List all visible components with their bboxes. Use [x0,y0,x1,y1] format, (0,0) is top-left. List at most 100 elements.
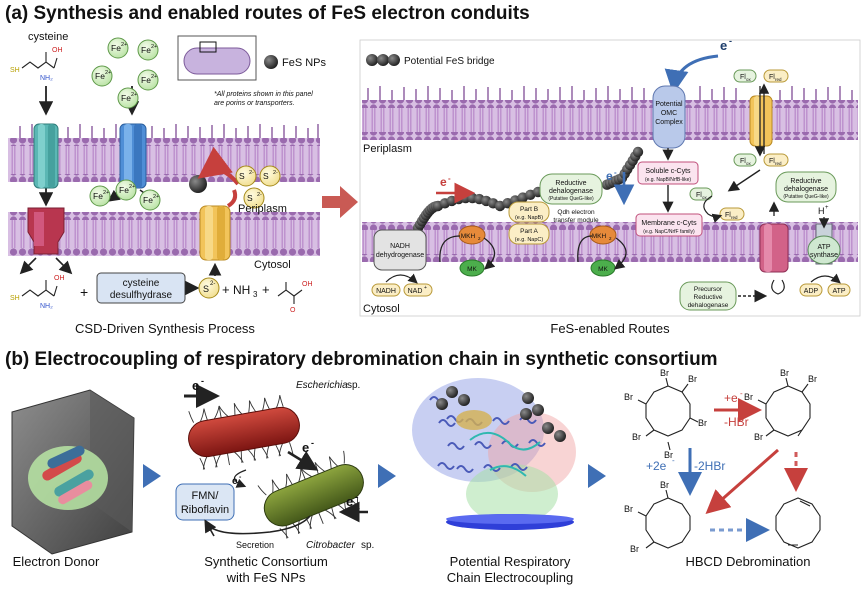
membrane-cyts-label: Membrane c-Cyts [641,220,697,227]
csd-caption: CSD-Driven Synthesis Process [75,321,255,336]
sulfide-ion-bottom: S 2- [198,277,220,299]
fes-formation-arrow [197,146,240,186]
fl-red-mid-sub: red [775,161,782,166]
precursor-label-3: dehalogenase [688,302,729,309]
br-label: Br [808,374,817,384]
step2-label-a-sup: - [672,456,675,465]
tbcd-molecule [757,377,811,437]
rd1-label-2: dehalogenase [549,188,593,195]
mkh2-1-label: MKH [461,233,476,240]
svg-text:2+: 2+ [129,184,135,190]
br-label: Br [624,392,633,402]
hbcd-molecule [637,377,699,451]
mkh2-1: MKH 2 [458,225,486,245]
svg-text:Fe: Fe [143,195,153,205]
svg-text:Fe: Fe [119,185,129,195]
electron-b2-charge: - [311,438,314,448]
routes-outer-membrane [362,100,858,140]
fl-ox-top: Fl ox [733,69,757,83]
nad-sup: + [424,285,427,291]
mk-1: MK [459,259,485,277]
cytosol-label-right: Cytosol [363,303,400,315]
part-b-sub: (e.g. NapB) [515,215,543,221]
enzyme-label-line2: desulfhydrase [110,290,173,301]
dbcd-molecule [637,489,691,549]
part-b-label: Part B [520,206,538,213]
svg-text:2+: 2+ [103,190,109,196]
step1-label-top-sup: - [740,389,743,398]
h-plus-sup: + [825,205,829,211]
svg-text:S: S [247,193,253,203]
cell-inset [177,35,257,81]
plus-sign-2: + [222,282,230,297]
br-label: Br [744,392,753,402]
hbcd-caption: HBCD Debromination [686,554,811,569]
cysteine-porin [33,123,59,189]
omc-label-3: Complex [655,119,683,126]
fl-red-low-sub: red [731,215,738,220]
sh-label-bottom: SH [10,295,20,302]
pyruvate-molecule [277,282,303,304]
fmn-label: FMN/ [192,490,220,502]
fl-red-top: Fl red [763,69,789,83]
oh-label-top: OH [52,47,63,54]
fl-red-low: Fl red [719,207,745,221]
br-label: Br [630,544,639,554]
svg-text:2+: 2+ [151,74,157,80]
reductive-dehalogenase-2: Reductive dehalogenase (Putative QueG-li… [775,171,837,203]
mkh2-1-sub: 2 [478,236,481,241]
fl-ox-mid-label: Fl [740,158,746,165]
escherichia-label: Escherichia [296,380,348,391]
precursor-dehalogenase: Precursor Reductive dehalogenase [679,281,737,311]
sulfide-symbol: S [203,284,209,294]
omc-label-1: Potential [655,101,683,108]
mk-2: MK [590,259,616,277]
precursor-label-1: Precursor [694,286,723,293]
electron-donor-block [11,389,135,555]
svg-text:2-: 2- [273,170,278,176]
fl-ox-mid: Fl ox [733,153,757,167]
electron-b1: e [192,378,199,393]
panel-a-title: (a) Synthesis and enabled routes of FeS … [5,3,530,24]
omc-label-2: OMC [661,110,677,117]
flow-arrow-2 [378,464,396,488]
sulfide-transporter [199,205,231,261]
plus-sign-1: + [80,284,88,300]
sulfide-export-arrow [226,189,238,208]
svg-text:Fe: Fe [121,93,131,103]
fmn-riboflavin-box: FMN/ Riboflavin [175,483,235,521]
br-label: Br [660,480,669,490]
flavin-shuttle-arrow [233,469,247,488]
mk-cycle-2 [577,235,627,268]
atp-synthesis-arrow [810,273,841,284]
svg-text:2+: 2+ [121,42,127,48]
panel-a-right: Potential FeS bridge Periplasm Cytosol e… [359,36,861,336]
nadh-label: NADH [376,288,396,295]
svg-text:Fe: Fe [93,191,103,201]
nad-pill: NAD + [403,283,433,297]
riboflavin-label: Riboflavin [181,504,229,516]
qdh-label-1: Qdh electron [557,209,595,216]
nadh-dh-label-2: dehydrogenase [376,252,424,259]
soluble-cyts-label: Soluble c-Cyts [645,168,691,175]
electron-b3-charge: - [355,492,358,502]
fes-bridge-legend-label: Potential FeS bridge [404,56,495,67]
chain-caption-2: Chain Electrocoupling [447,570,573,585]
synthetic-consortium: FMN/ Riboflavin e - e - e - e - Secretio… [175,376,374,551]
secretion-label: Secretion [236,540,274,550]
br-label: Br [698,418,707,428]
cysteine-molecule-top [21,52,58,69]
mkh2-2: MKH 2 [589,225,617,245]
svg-text:Fe: Fe [141,45,151,55]
svg-text:2+: 2+ [105,70,111,76]
